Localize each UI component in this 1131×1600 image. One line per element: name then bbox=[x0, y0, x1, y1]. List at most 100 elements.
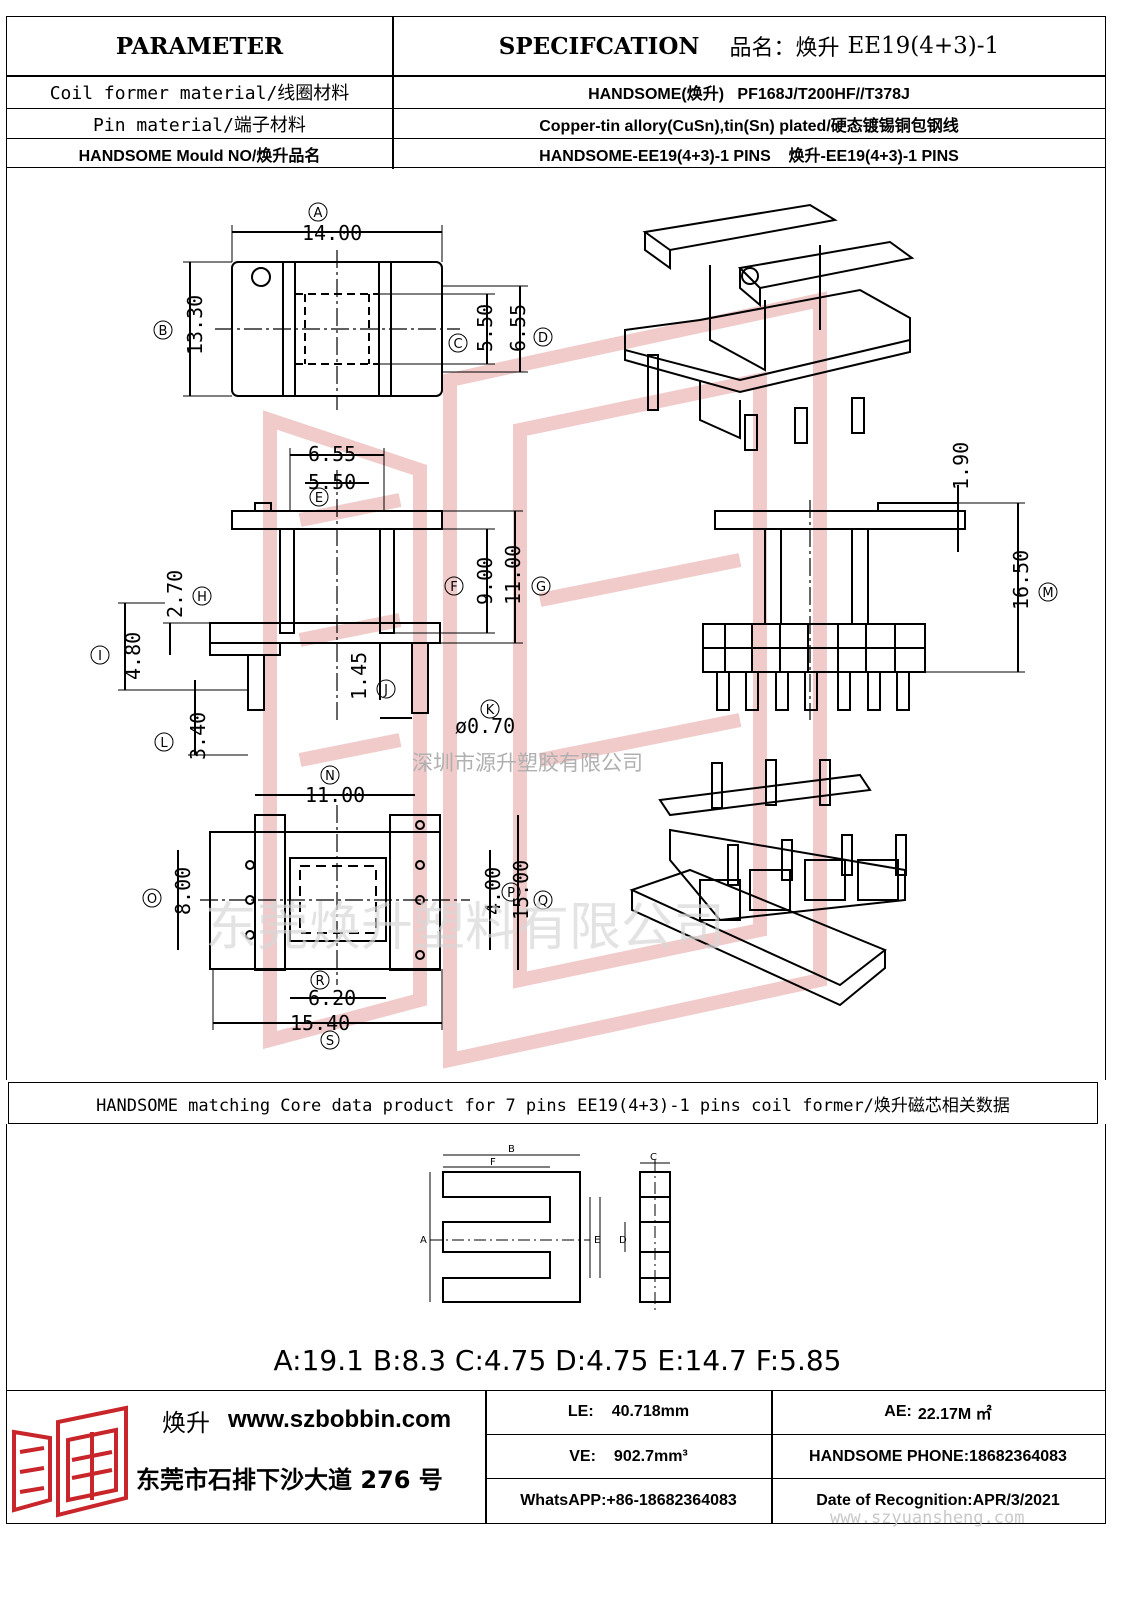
dim-bottom-1500: 15.00 bbox=[509, 860, 533, 920]
isometric-bottom-view bbox=[629, 759, 907, 1007]
dim-front-d: 6.55 bbox=[308, 442, 356, 466]
drawing-frame bbox=[6, 168, 1106, 1080]
marker-b: B bbox=[153, 320, 173, 340]
row-label-coil-former: Coil former material/线圈材料 bbox=[49, 83, 350, 104]
dim-bottom-620: 6.20 bbox=[308, 986, 356, 1010]
marker-d: D bbox=[533, 327, 553, 347]
core-letters: B F A E D C bbox=[420, 1144, 657, 1246]
svg-text:A: A bbox=[314, 206, 323, 221]
core-caption-box bbox=[8, 1082, 1098, 1124]
footer-website[interactable]: www.szbobbin.com bbox=[228, 1406, 452, 1433]
svg-text:B: B bbox=[508, 1144, 515, 1155]
dim-top-height: 13.30 bbox=[183, 295, 207, 355]
row-value-coil-former: HANDSOME(焕升) PF168J/T200HF//T378J bbox=[588, 86, 910, 103]
front-view bbox=[118, 448, 523, 756]
dim-h-270: 2.70 bbox=[163, 570, 187, 618]
svg-text:Q: Q bbox=[538, 894, 548, 909]
marker-o: O bbox=[142, 888, 162, 908]
footer-le: LE: 40.718mm bbox=[486, 1391, 771, 1433]
dim-side-190: 1.90 bbox=[949, 442, 973, 490]
product-model: EE19(4+3)-1 bbox=[847, 33, 1000, 59]
top-view bbox=[183, 225, 528, 410]
svg-text:L: L bbox=[160, 736, 168, 751]
marker-q: Q bbox=[533, 890, 553, 910]
product-name-label: 品名：焕升 bbox=[729, 36, 840, 61]
footer-brand-line: 焕升 www.szbobbin.com bbox=[162, 1403, 451, 1437]
svg-text:E: E bbox=[594, 1235, 600, 1246]
svg-text:M: M bbox=[1042, 586, 1053, 601]
svg-text:K: K bbox=[486, 703, 495, 718]
ae-value: 22.17M ㎡ bbox=[917, 1406, 992, 1423]
marker-n: N bbox=[320, 765, 340, 785]
dimension-labels: 14.00 13.30 5.50 6.55 6.55 5.50 9.00 11.… bbox=[121, 221, 1033, 1035]
parameter-heading: PARAMETER bbox=[115, 32, 284, 60]
dim-h-1100: 11.00 bbox=[501, 545, 525, 605]
spec-table: PARAMETER SPECIFCATION 品名：焕升 EE19(4+3)-1… bbox=[6, 16, 1106, 169]
marker-r: R bbox=[310, 970, 330, 990]
footer-phone: HANDSOME PHONE:18682364083 bbox=[809, 1447, 1067, 1465]
dim-bottom-1540: 15.40 bbox=[290, 1011, 350, 1035]
dim-inner-d: 6.55 bbox=[506, 304, 530, 352]
svg-text:C: C bbox=[453, 337, 462, 352]
dim-top-width: 14.00 bbox=[302, 221, 362, 245]
marker-i: I bbox=[90, 645, 110, 665]
footer-ve: VE: 902.7mm³ bbox=[486, 1435, 771, 1478]
marker-a: A bbox=[308, 202, 328, 222]
dim-bottom-400: 4.00 bbox=[481, 867, 505, 915]
row-value-mould-no: HANDSOME-EE19(4+3)-1 PINS 焕升-EE19(4+3)-1… bbox=[539, 147, 959, 165]
marker-f: F bbox=[444, 576, 464, 596]
watermark-logo bbox=[263, 291, 827, 1069]
reference-markers: A B C D E F G H I J K L M N O P Q R S bbox=[90, 202, 1058, 1050]
svg-text:N: N bbox=[325, 769, 335, 784]
row-value-pin-material: Copper-tin allory(CuSn),tin(Sn) plated/硬… bbox=[539, 117, 959, 135]
specification-label: SPECIFCATION bbox=[498, 32, 700, 60]
svg-text:B: B bbox=[159, 324, 168, 339]
core-caption: HANDSOME matching Core data product for … bbox=[96, 1095, 1010, 1116]
svg-text:E: E bbox=[315, 491, 323, 506]
svg-text:O: O bbox=[147, 892, 157, 907]
core-frame bbox=[6, 1124, 1106, 1390]
row-label-mould-no: HANDSOME Mould NO/焕升品名 bbox=[78, 147, 321, 165]
marker-j: J bbox=[376, 679, 396, 699]
svg-text:F: F bbox=[490, 1157, 496, 1168]
ve-label: VE: bbox=[569, 1447, 596, 1465]
le-value: 40.718mm bbox=[611, 1403, 690, 1420]
core-values: A:19.1 B:8.3 C:4.75 D:4.75 E:14.7 F:5.85 bbox=[273, 1343, 842, 1377]
footer-whatsapp: WhatsAPP:+86-18682364083 bbox=[520, 1491, 737, 1509]
footer-ae: AE: 22.17M ㎡ bbox=[772, 1391, 1104, 1433]
marker-e: E bbox=[309, 487, 329, 507]
bottom-view bbox=[177, 794, 519, 1030]
footer-address: 东莞市石排下沙大道 276 号 bbox=[136, 1466, 443, 1494]
marker-h: H bbox=[192, 586, 212, 606]
ve-value: 902.7mm³ bbox=[613, 1447, 688, 1465]
svg-text:G: G bbox=[536, 580, 546, 595]
dim-pin-dia: ø0.70 bbox=[455, 714, 515, 738]
dim-h-480: 4.80 bbox=[121, 632, 145, 680]
marker-l: L bbox=[154, 732, 174, 752]
dim-bottom-800: 8.00 bbox=[171, 867, 195, 915]
svg-text:D: D bbox=[538, 331, 548, 346]
dim-side-1650: 16.50 bbox=[1009, 550, 1033, 610]
dim-h-340: 3.40 bbox=[186, 712, 210, 760]
svg-text:S: S bbox=[326, 1034, 334, 1049]
svg-text:P: P bbox=[507, 886, 515, 901]
le-label: LE: bbox=[567, 1403, 594, 1420]
side-view bbox=[702, 485, 1025, 720]
footer-table bbox=[6, 1390, 1106, 1524]
marker-k: K bbox=[480, 699, 500, 719]
dim-bottom-1100: 11.00 bbox=[305, 783, 365, 807]
watermark-company: 深圳市源升塑胶有限公司 bbox=[412, 751, 643, 775]
svg-text:F: F bbox=[450, 580, 457, 595]
svg-text:C: C bbox=[650, 1152, 657, 1163]
svg-text:R: R bbox=[315, 974, 324, 989]
dim-inner-c: 5.50 bbox=[473, 304, 497, 352]
svg-text:A: A bbox=[420, 1235, 427, 1246]
ae-label: AE: bbox=[884, 1403, 912, 1420]
svg-text:J: J bbox=[383, 683, 388, 698]
watermark-large: 东莞焕升塑料有限公司 bbox=[205, 898, 725, 958]
footer-brand: 焕升 bbox=[162, 1408, 210, 1437]
marker-s: S bbox=[320, 1030, 340, 1050]
dim-front-c: 5.50 bbox=[308, 470, 356, 494]
svg-text:D: D bbox=[619, 1235, 627, 1246]
